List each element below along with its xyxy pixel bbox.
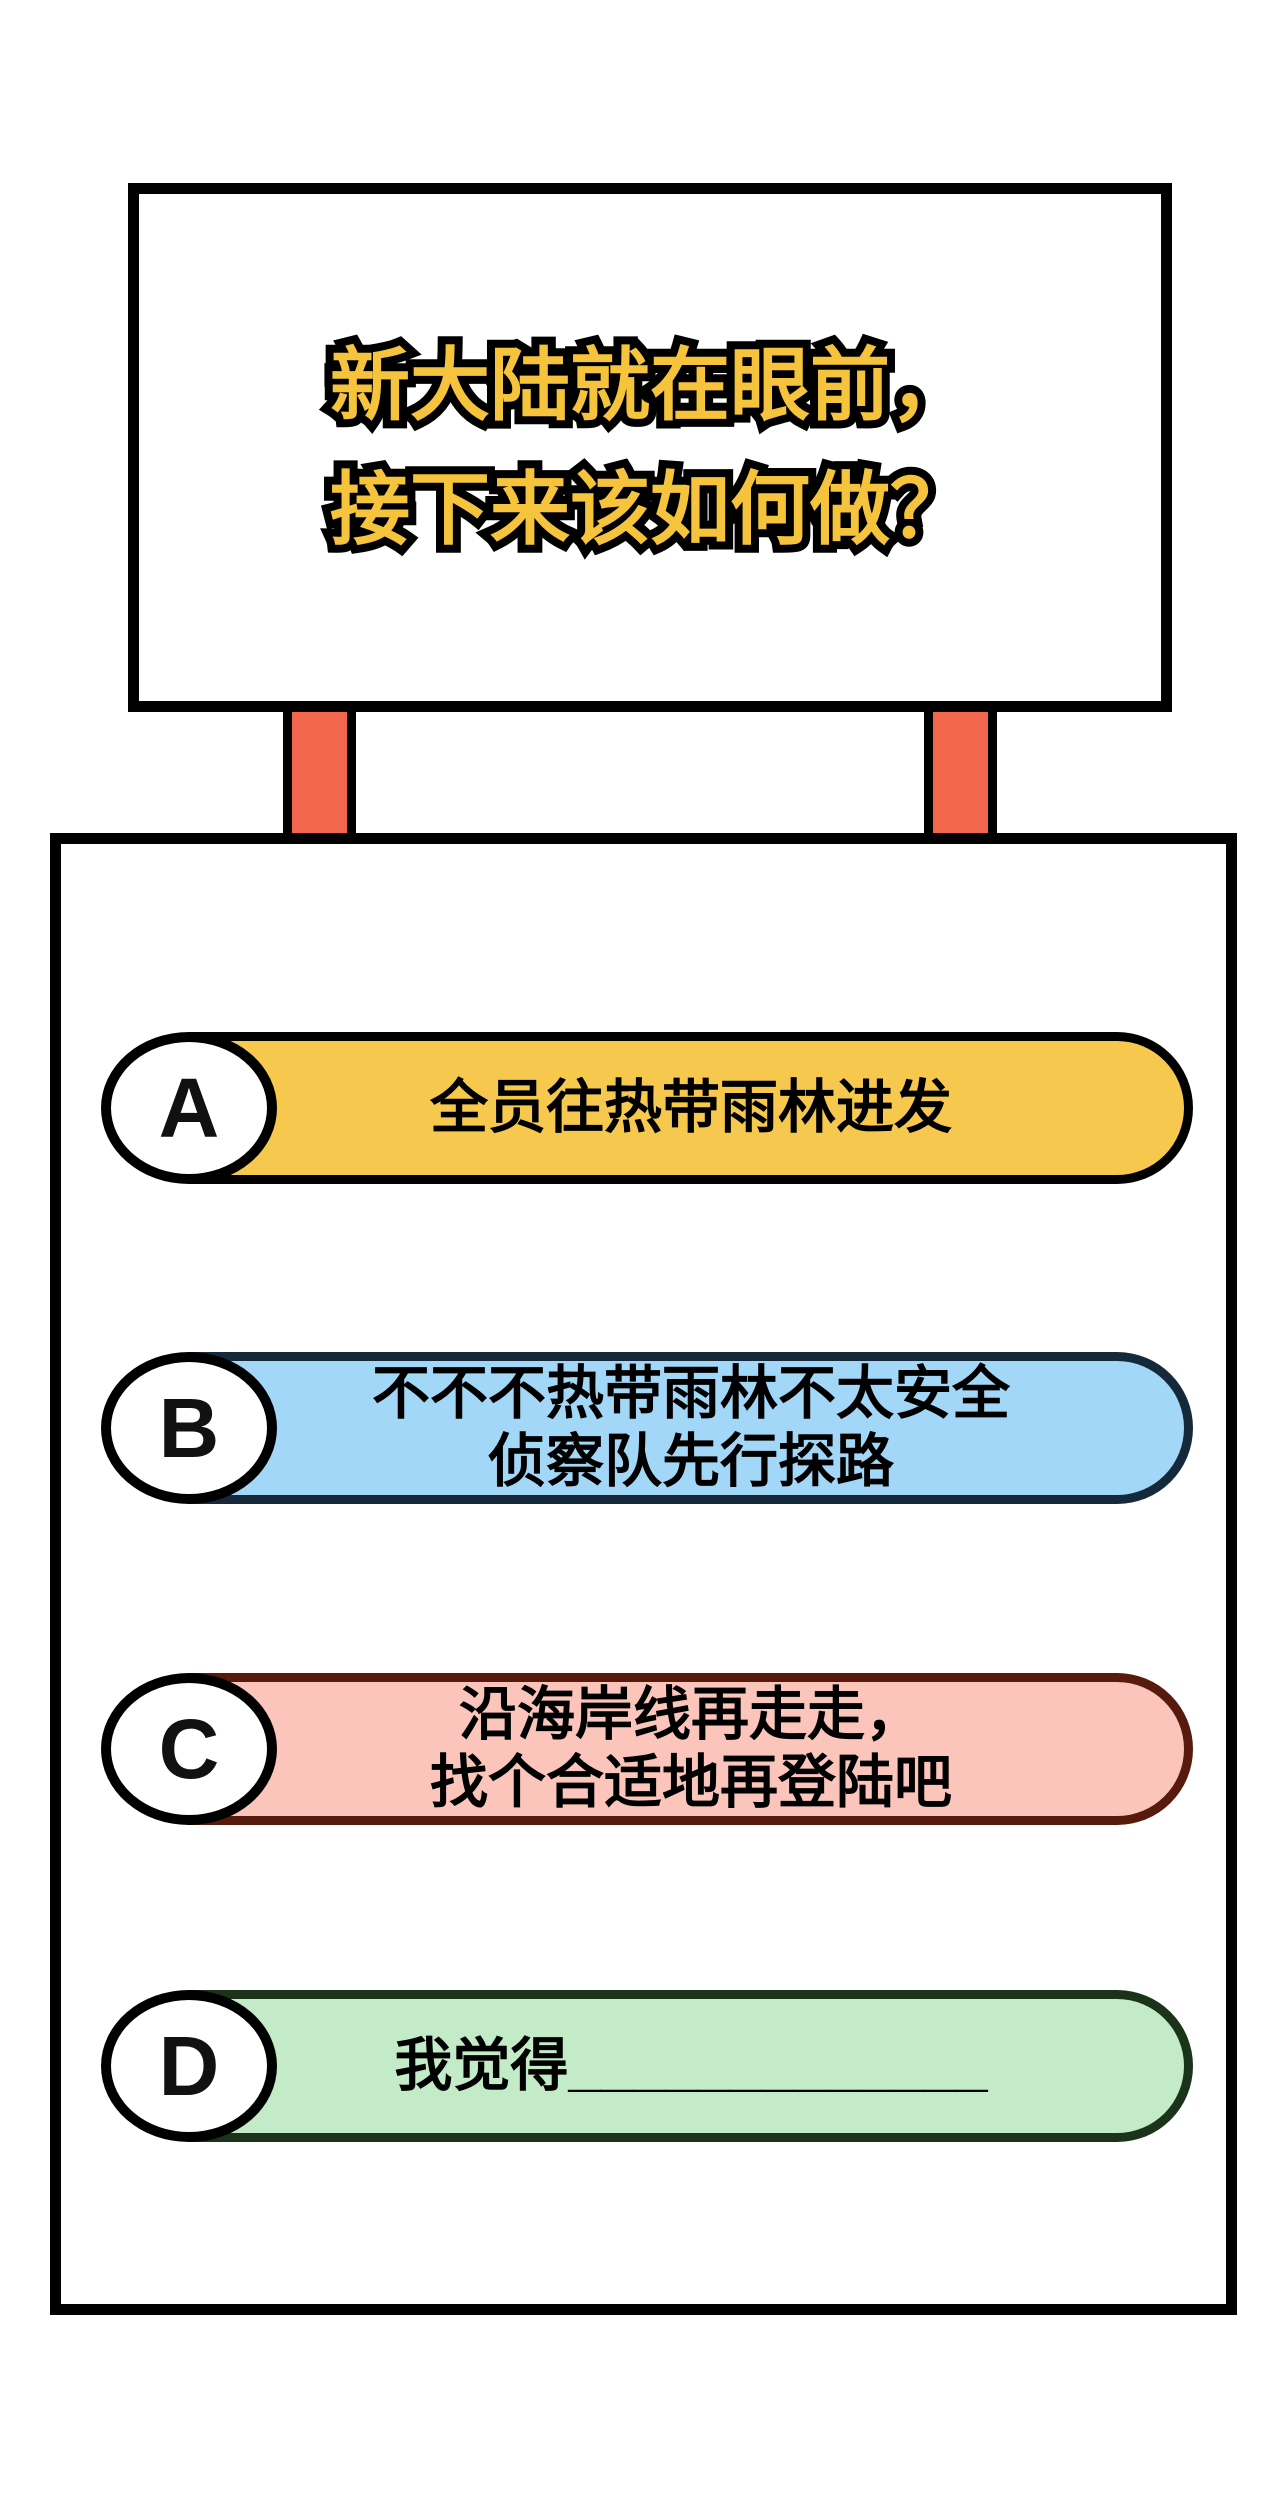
- option-a-letter-badge: A: [101, 1032, 277, 1184]
- question-title-line-2: 接下来该如何做？ 接下来该如何做？: [322, 448, 978, 572]
- question-title-line-1-outline: 新大陆就在眼前，: [322, 333, 978, 438]
- option-d[interactable]: 我觉得_____________ D: [101, 1990, 1193, 2142]
- option-d-label: 我觉得_____________: [189, 1990, 1193, 2142]
- options-panel: 全员往热带雨林进发 A 不不不热带雨林不太安全 侦察队先行探路 B 沿海岸线再走…: [50, 833, 1237, 2315]
- option-d-letter-badge: D: [101, 1990, 277, 2142]
- option-b-label-line-2: 侦察队先行探路: [487, 1429, 894, 1494]
- option-c-pill: [189, 1673, 1193, 1825]
- option-a-label: 全员往热带雨林进发: [189, 1032, 1193, 1184]
- option-c-label-line-2: 找个合适地再登陆吧: [429, 1750, 952, 1815]
- sign-post-left: [283, 703, 356, 845]
- option-a-pill: [189, 1032, 1193, 1184]
- question-title-line-1-text: 新大陆就在眼前，: [330, 340, 970, 430]
- option-d-label-line-1: 我觉得_____________: [394, 2033, 988, 2098]
- option-c[interactable]: 沿海岸线再走走， 找个合适地再登陆吧 C: [101, 1673, 1193, 1825]
- option-b-pill: [189, 1352, 1193, 1504]
- option-c-label: 沿海岸线再走走， 找个合适地再登陆吧: [189, 1673, 1193, 1825]
- option-b-label: 不不不热带雨林不太安全 侦察队先行探路: [189, 1352, 1193, 1504]
- question-title-line-1: 新大陆就在眼前， 新大陆就在眼前，: [322, 324, 978, 448]
- option-b[interactable]: 不不不热带雨林不太安全 侦察队先行探路 B: [101, 1352, 1193, 1504]
- option-c-label-line-1: 沿海岸线再走走，: [458, 1682, 923, 1747]
- option-d-pill: [189, 1990, 1193, 2142]
- question-title-line-2-outline: 接下来该如何做？: [322, 457, 978, 562]
- option-a[interactable]: 全员往热带雨林进发 A: [101, 1032, 1193, 1184]
- question-title-line-2-text: 接下来该如何做？: [330, 464, 970, 554]
- question-sign-board: 新大陆就在眼前， 新大陆就在眼前， 接下来该如何做？ 接下来该如何做？: [128, 183, 1172, 712]
- option-b-letter-badge: B: [101, 1352, 277, 1504]
- sign-post-right: [924, 703, 997, 845]
- option-a-label-line-1: 全员往热带雨林进发: [429, 1075, 952, 1140]
- option-c-letter-badge: C: [101, 1673, 277, 1825]
- option-b-label-line-1: 不不不热带雨林不太安全: [371, 1361, 1010, 1426]
